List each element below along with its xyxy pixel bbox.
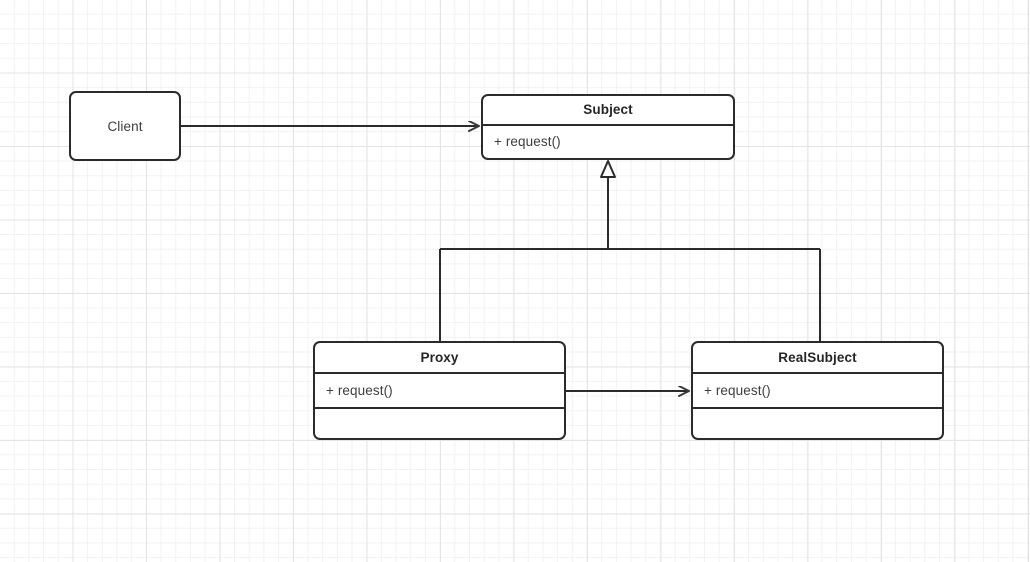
node-realsubject-operation-0: + request() [693, 374, 942, 409]
node-subject[interactable]: Subject + request() [481, 94, 735, 160]
node-proxy-title: Proxy [315, 343, 564, 375]
hollow-triangle-icon [600, 160, 616, 178]
node-realsubject-title: RealSubject [693, 343, 942, 375]
node-proxy[interactable]: Proxy + request() [313, 341, 566, 440]
node-client[interactable]: Client [69, 91, 181, 161]
node-client-label: Client [107, 118, 143, 134]
node-realsubject[interactable]: RealSubject + request() [691, 341, 944, 440]
node-proxy-compartment-1 [315, 409, 564, 438]
node-proxy-operation-0: + request() [315, 374, 564, 409]
node-subject-title: Subject [483, 96, 733, 126]
edge-generalization-bus [439, 160, 821, 341]
node-realsubject-compartment-1 [693, 409, 942, 438]
node-subject-operation-0: + request() [494, 134, 561, 150]
